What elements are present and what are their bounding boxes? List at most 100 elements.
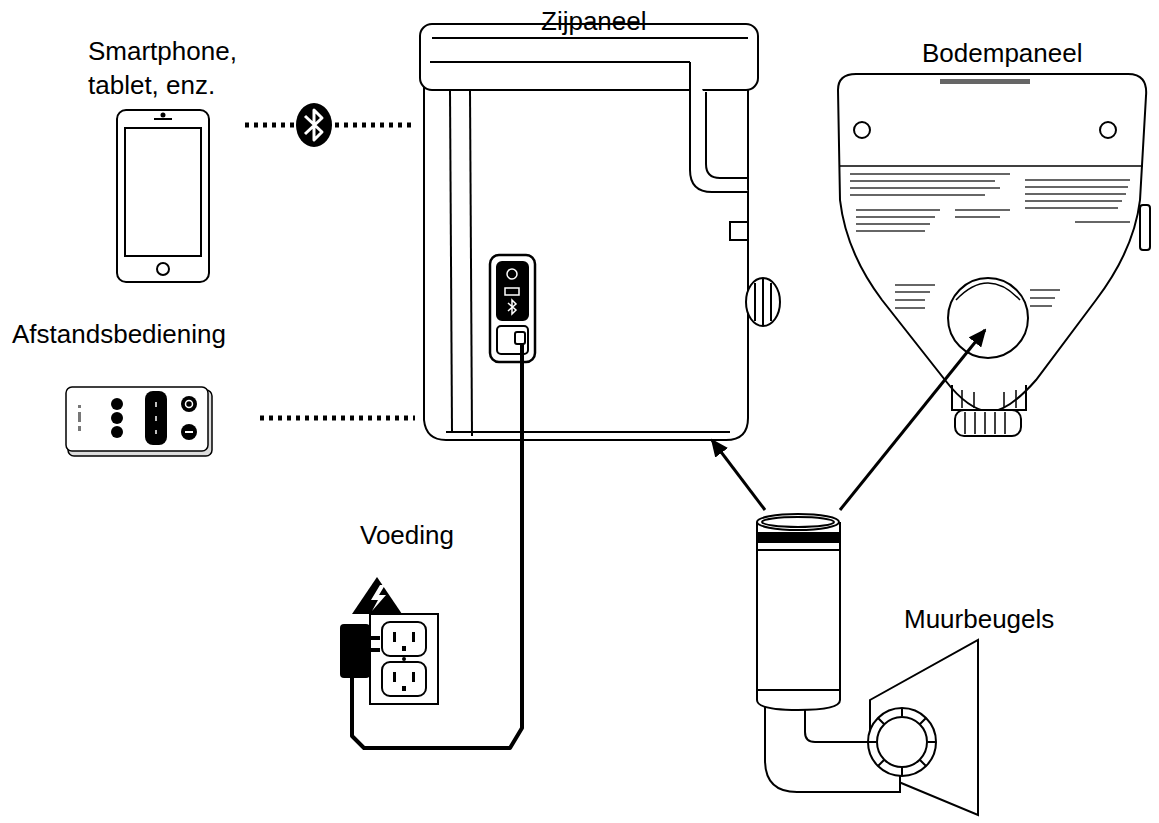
bottom-panel-illustration-part: [955, 410, 1021, 436]
bracket-illustration: [757, 514, 978, 815]
remote-link: [260, 416, 415, 421]
bottom-panel-illustration-part: [955, 209, 1010, 211]
panel-node: Bodempaneel: [810, 30, 1150, 330]
bottom-panel-illustration-part: [956, 283, 1020, 300]
part-label: Smartphone, tablet, enz.: [88, 34, 248, 102]
power-illustration-part: [370, 614, 438, 704]
remote-illustration-part: [145, 391, 167, 445]
remote-illustration-part: [78, 426, 81, 431]
power-illustration-part: [402, 686, 406, 691]
phone-illustration: [117, 110, 209, 282]
remote-illustration-part: [155, 402, 157, 407]
bottom-panel-illustration-part: [850, 180, 995, 182]
power-illustration-part: [368, 636, 380, 640]
phone-illustration-part: [154, 118, 172, 120]
bottom-panel-illustration-part: [895, 299, 925, 301]
bluetooth-symbol-part: [296, 103, 332, 147]
power-illustration-part: [412, 672, 415, 682]
remote-illustration-part: [78, 412, 81, 422]
part-label: Bodempaneel: [922, 36, 1082, 70]
remote-illustration-part: [111, 398, 123, 410]
power-illustration-part: [393, 672, 396, 682]
power-illustration-part: [352, 577, 402, 614]
bracket-illustration-part: [757, 522, 840, 710]
bottom-panel-illustration-part: [895, 284, 935, 286]
bottom-panel-illustration-part: [850, 187, 1000, 189]
bottom-panel-illustration-part: [850, 194, 985, 196]
speaker-illustration-part: [706, 92, 748, 178]
speaker-illustration-part: [507, 269, 517, 279]
bottom-panel-illustration-part: [856, 230, 925, 232]
bottom-panel-illustration-part: [1025, 193, 1126, 195]
phone-illustration-part: [157, 263, 169, 275]
bottom-panel-illustration-part: [1025, 186, 1128, 188]
bottom-panel-illustration-part: [1025, 179, 1130, 181]
bottom-panel-illustration-part: [940, 79, 1030, 84]
bottom-panel-illustration-part: [895, 291, 930, 293]
power-illustration-part: [412, 632, 415, 642]
power-illustration-part: [393, 632, 396, 642]
speaker-illustration-part: [508, 300, 516, 314]
remote-illustration-part: [181, 424, 197, 440]
remote-node: Afstandsbediening: [10, 315, 260, 460]
device-group: Smartphone, tablet, enz.: [85, 30, 245, 285]
remote-illustration-part: [186, 401, 193, 408]
remote-illustration-part: [155, 416, 157, 421]
speaker-illustration-part: [505, 288, 519, 295]
bottom-panel-illustration-part: [952, 385, 1026, 410]
part-label: Zijpaneel: [541, 4, 647, 38]
part-label: Afstandsbediening: [12, 317, 226, 351]
power-illustration-part: [382, 662, 426, 696]
bottom-panel-illustration-part: [854, 122, 870, 138]
remote-illustration-part: [185, 431, 193, 433]
speaker-illustration-part: [520, 344, 524, 440]
bottom-panel-illustration-part: [1030, 297, 1055, 299]
phone-illustration-part: [162, 114, 165, 117]
bluetooth-symbol-part: [305, 110, 322, 140]
bottom-panel-illustration-part: [850, 173, 1010, 175]
power-node: Voeding: [330, 515, 450, 700]
phone-illustration-part: [117, 110, 209, 282]
speaker-illustration-part: [432, 37, 748, 39]
speaker-illustration-part: [730, 222, 748, 240]
remote-illustration-part: [111, 412, 123, 424]
power-illustration-part: [402, 657, 406, 661]
speaker-illustration-part: [746, 278, 780, 326]
speaker-illustration-part: [470, 90, 472, 436]
bottom-panel-illustration-part: [948, 278, 1028, 358]
bottom-panel-illustration-part: [895, 307, 925, 309]
power-illustration-part: [350, 676, 354, 700]
bracket-illustration-part: [757, 689, 840, 691]
remote-illustration-part: [181, 396, 197, 412]
speaker-illustration-part: [497, 262, 528, 320]
bottom-panel-illustration-part: [850, 174, 1130, 308]
power-illustration: [340, 577, 438, 704]
power-cable: [352, 440, 522, 748]
bracket-illustration-part: [757, 533, 840, 542]
speaker-illustration-part: [515, 332, 525, 344]
speaker-illustration: [420, 24, 780, 440]
speaker-illustration-part: [450, 90, 452, 432]
bottom-panel-illustration-part: [1140, 205, 1150, 250]
mount-arrow: [840, 330, 985, 510]
remote-illustration-part: [111, 426, 123, 438]
bottom-panel-illustration-part: [1025, 200, 1122, 202]
power-illustration-part: [371, 585, 386, 611]
bracket-node: Muurbeugels: [750, 510, 1035, 820]
bottom-panel-illustration-part: [856, 209, 940, 211]
power-illustration-part: [402, 646, 406, 651]
bottom-panel-illustration-part: [1075, 221, 1130, 223]
bottom-panel-illustration-part: [838, 74, 1146, 412]
speaker-illustration-part: [755, 279, 771, 325]
bottom-panel-illustration-part: [955, 216, 1000, 218]
bottom-panel-illustration-part: [1025, 207, 1118, 209]
remote-illustration-part: [78, 405, 81, 431]
speaker-illustration-part: [446, 431, 730, 433]
bottom-panel-illustration-part: [965, 412, 1005, 434]
bluetooth-symbol: [296, 103, 332, 147]
phone-illustration-part: [125, 128, 201, 256]
bottom-panel-illustration-part: [1100, 122, 1116, 138]
